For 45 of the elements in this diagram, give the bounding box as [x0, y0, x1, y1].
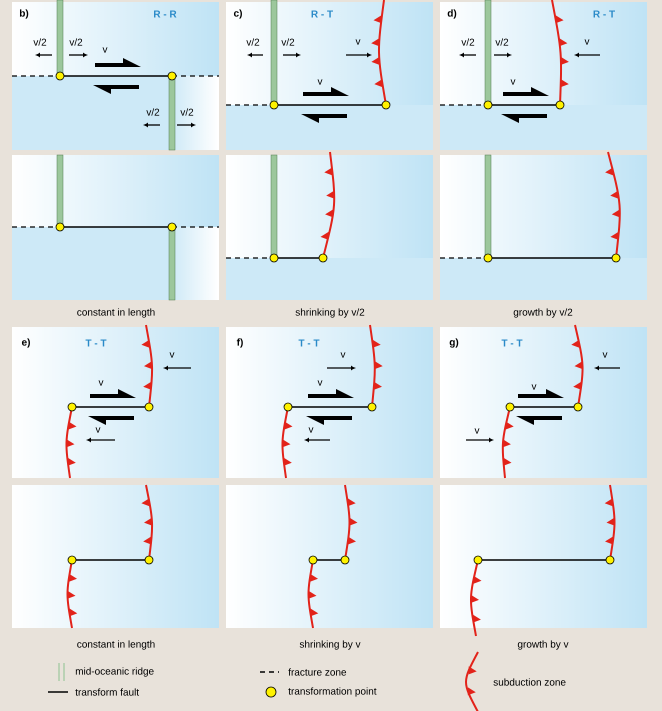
- velocity-label: v/2: [281, 38, 294, 46]
- boundary-type: T - T: [298, 340, 320, 346]
- velocity-label: v: [318, 79, 322, 85]
- velocity-label: v: [474, 428, 480, 434]
- velocity-label: v: [602, 352, 608, 358]
- legend-label: fracture zone: [288, 668, 346, 676]
- velocity-label: v: [98, 380, 104, 386]
- velocity-label: v/2: [146, 108, 160, 116]
- panel-letter: e): [22, 338, 30, 348]
- boundary-type: R - T: [312, 10, 333, 18]
- velocity-label: v: [356, 39, 360, 45]
- panel-letter: f): [236, 338, 243, 348]
- velocity-label: v: [532, 384, 536, 390]
- panel-letter: g): [450, 338, 458, 348]
- velocity-label: v: [96, 427, 100, 433]
- panel-caption: constant in length: [77, 308, 155, 318]
- legend-label: transform fault: [75, 688, 140, 696]
- boundary-type: R - T: [594, 10, 615, 18]
- velocity-label: v/2: [246, 38, 260, 46]
- panel-letter: b): [20, 9, 28, 19]
- velocity-label: v/2: [180, 108, 194, 116]
- velocity-label: v: [340, 352, 346, 358]
- boundary-type: T - T: [502, 340, 522, 346]
- panel-caption: shrinking by v: [300, 640, 361, 650]
- velocity-label: v: [102, 47, 108, 53]
- panel-caption: shrinking by v/2: [296, 308, 364, 318]
- boundary-type: T - T: [86, 340, 106, 346]
- panel-caption: growth by v/2: [514, 308, 572, 318]
- boundary-type: R - R: [154, 10, 176, 18]
- velocity-label: v: [584, 39, 590, 45]
- velocity-label: v: [308, 427, 314, 433]
- velocity-label: v: [510, 79, 516, 85]
- legend-label: transformation point: [288, 687, 376, 697]
- panel-letter: d): [448, 9, 456, 19]
- legend-label: subduction zone: [493, 678, 566, 686]
- velocity-label: v/2: [33, 38, 46, 46]
- velocity-label: v: [170, 352, 174, 358]
- panel-letter: c): [234, 9, 242, 19]
- velocity-label: v/2: [69, 38, 82, 46]
- legend-label: mid-oceanic ridge: [76, 667, 154, 677]
- velocity-label: v/2: [495, 38, 508, 46]
- velocity-label: v/2: [461, 38, 474, 46]
- velocity-label: v: [318, 380, 322, 386]
- panel-caption: constant in length: [77, 640, 155, 650]
- panel-caption: growth by v: [518, 640, 569, 650]
